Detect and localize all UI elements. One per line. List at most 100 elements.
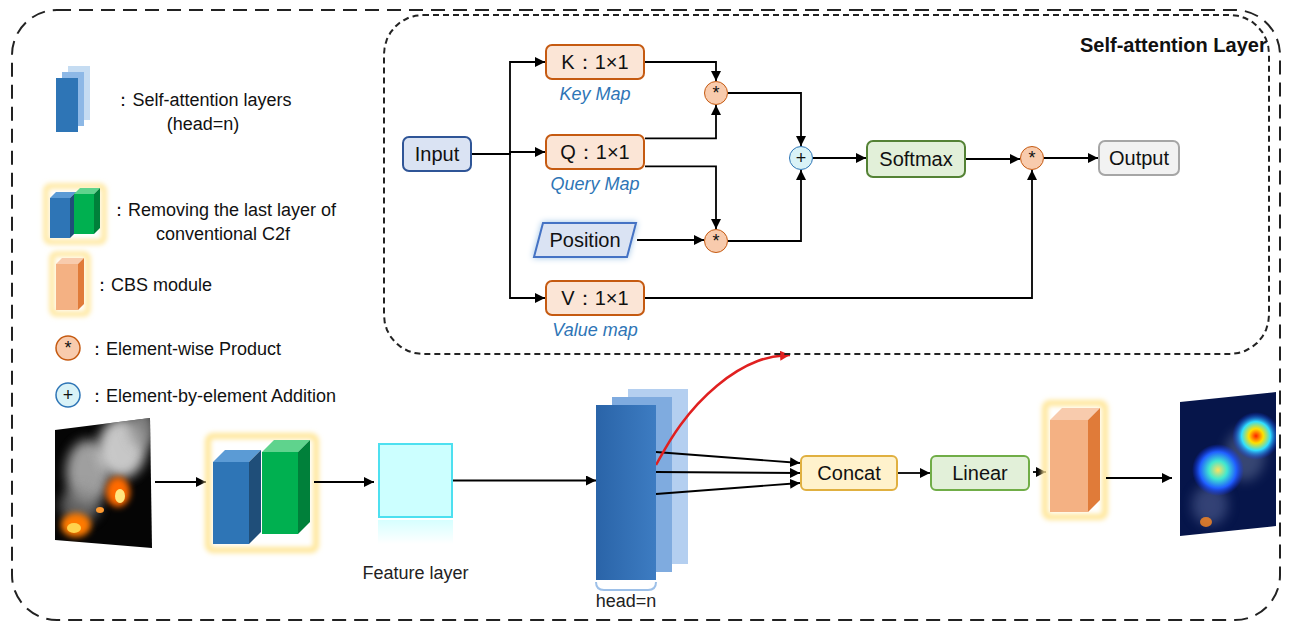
feature-layer: Feature layer xyxy=(378,443,453,518)
input-box: Input xyxy=(402,136,472,172)
legend-text: ：Self-attention layers (head=n) xyxy=(93,88,313,137)
parallelogram-outline xyxy=(534,223,636,257)
c2f-block xyxy=(208,436,316,550)
connector-arrow xyxy=(656,472,800,473)
legend-addition-symbol xyxy=(56,383,80,407)
graphic-part xyxy=(67,523,81,533)
graphic-part xyxy=(1200,517,1212,527)
outer-frame xyxy=(12,10,1280,620)
box-label: Input xyxy=(415,144,459,164)
connector-arrow xyxy=(813,157,866,159)
flow-arrow xyxy=(1106,477,1172,479)
connector-arrow xyxy=(656,483,800,494)
graphic-part xyxy=(213,462,249,544)
graphic-part xyxy=(298,440,310,534)
cbs-block xyxy=(1045,403,1105,517)
connector-arrow xyxy=(472,62,545,154)
legend-text: ：Element-wise Product xyxy=(88,337,368,361)
graphic-part xyxy=(1050,420,1088,512)
graphic-part xyxy=(46,186,104,242)
query-box: Q：1×1Query Map xyxy=(545,134,645,170)
legend-product-symbol xyxy=(56,336,80,360)
legend-text: ：Element-by-element Addition xyxy=(88,384,388,408)
product-circle: * xyxy=(1020,146,1044,170)
connector-arrow xyxy=(645,166,716,229)
box-label: Output xyxy=(1109,148,1169,168)
addition-circle: + xyxy=(789,146,813,170)
box-label: Concat xyxy=(817,463,880,483)
concat-box: Concat xyxy=(800,455,898,491)
box-label: * xyxy=(1028,149,1035,167)
linear-box: Linear xyxy=(930,455,1030,491)
graphic-part xyxy=(78,258,84,310)
output-box: Output xyxy=(1098,140,1180,176)
attention-panel: Self-attention LayerInputK：1×1Key MapQ：1… xyxy=(383,14,1270,355)
connector-arrow xyxy=(1044,157,1098,159)
fire-image xyxy=(55,408,156,548)
legend-attention-icon xyxy=(56,66,90,132)
graphic-part xyxy=(96,507,104,513)
caption-text: Value map xyxy=(552,321,637,341)
connector-arrow xyxy=(728,170,801,241)
feature-reflection xyxy=(378,520,453,544)
box-label: Position xyxy=(549,230,620,250)
box-label: Q：1×1 xyxy=(560,142,629,162)
symbol-label: * xyxy=(64,339,71,357)
symbol-label: + xyxy=(63,386,74,404)
legend-text: ：Removing the last layer of conventional… xyxy=(103,198,343,247)
graphic-part xyxy=(56,78,78,132)
caption-text: head=n xyxy=(596,592,657,612)
connector-arrow xyxy=(728,93,801,146)
graphic-part xyxy=(1192,412,1280,527)
graphic-part xyxy=(115,489,125,503)
graphic-part xyxy=(106,477,130,507)
graphic-part xyxy=(1088,408,1100,512)
box-label: K：1×1 xyxy=(561,52,628,72)
connector-arrow xyxy=(966,158,1020,160)
position-box: Position xyxy=(533,222,637,258)
box-label: + xyxy=(796,149,807,167)
legend-text: ：CBS module xyxy=(93,273,313,297)
legend-cbs-icon xyxy=(52,254,88,314)
caption-text: Query Map xyxy=(550,175,639,195)
graphic-part xyxy=(56,264,78,310)
graphic-part xyxy=(50,198,70,238)
flow-arrow xyxy=(155,481,206,483)
connector-arrow xyxy=(645,105,716,138)
product-circle: * xyxy=(704,81,728,105)
product-circle: * xyxy=(704,229,728,253)
connector-arrow xyxy=(898,472,930,474)
graphic-part xyxy=(1192,444,1244,496)
graphic-part xyxy=(61,513,91,537)
connector-arrow xyxy=(453,480,596,482)
key-box: K：1×1Key Map xyxy=(545,44,645,80)
box-label: Linear xyxy=(952,463,1008,483)
connector-arrow xyxy=(472,154,545,298)
box-label: Softmax xyxy=(879,149,952,169)
graphic-part xyxy=(249,450,261,544)
flow-arrow xyxy=(314,481,374,483)
connector-arrow xyxy=(656,452,800,463)
graphic-part xyxy=(1232,412,1280,460)
graphic-part xyxy=(60,408,156,537)
value-box: V：1×1Value map xyxy=(545,280,645,316)
graphic-part xyxy=(94,188,100,234)
box-label: V：1×1 xyxy=(561,288,628,308)
caption-text: Key Map xyxy=(559,85,630,105)
softmax-box: Softmax xyxy=(866,140,966,178)
graphic-part xyxy=(74,194,94,234)
box-label: * xyxy=(712,232,719,250)
connector-arrow xyxy=(645,62,716,81)
attention-heads: head=n xyxy=(596,405,656,580)
connector-arrow xyxy=(637,239,704,241)
heatmap-image xyxy=(1180,392,1280,536)
box-label: * xyxy=(712,84,719,102)
connector-arrow xyxy=(645,170,1032,298)
graphic-part xyxy=(128,408,156,448)
head-bracket xyxy=(596,582,656,590)
legend-c2f-icon xyxy=(46,186,104,242)
curved-arrow xyxy=(656,355,790,465)
graphic-part xyxy=(52,254,88,314)
caption-text: Feature layer xyxy=(362,564,468,584)
